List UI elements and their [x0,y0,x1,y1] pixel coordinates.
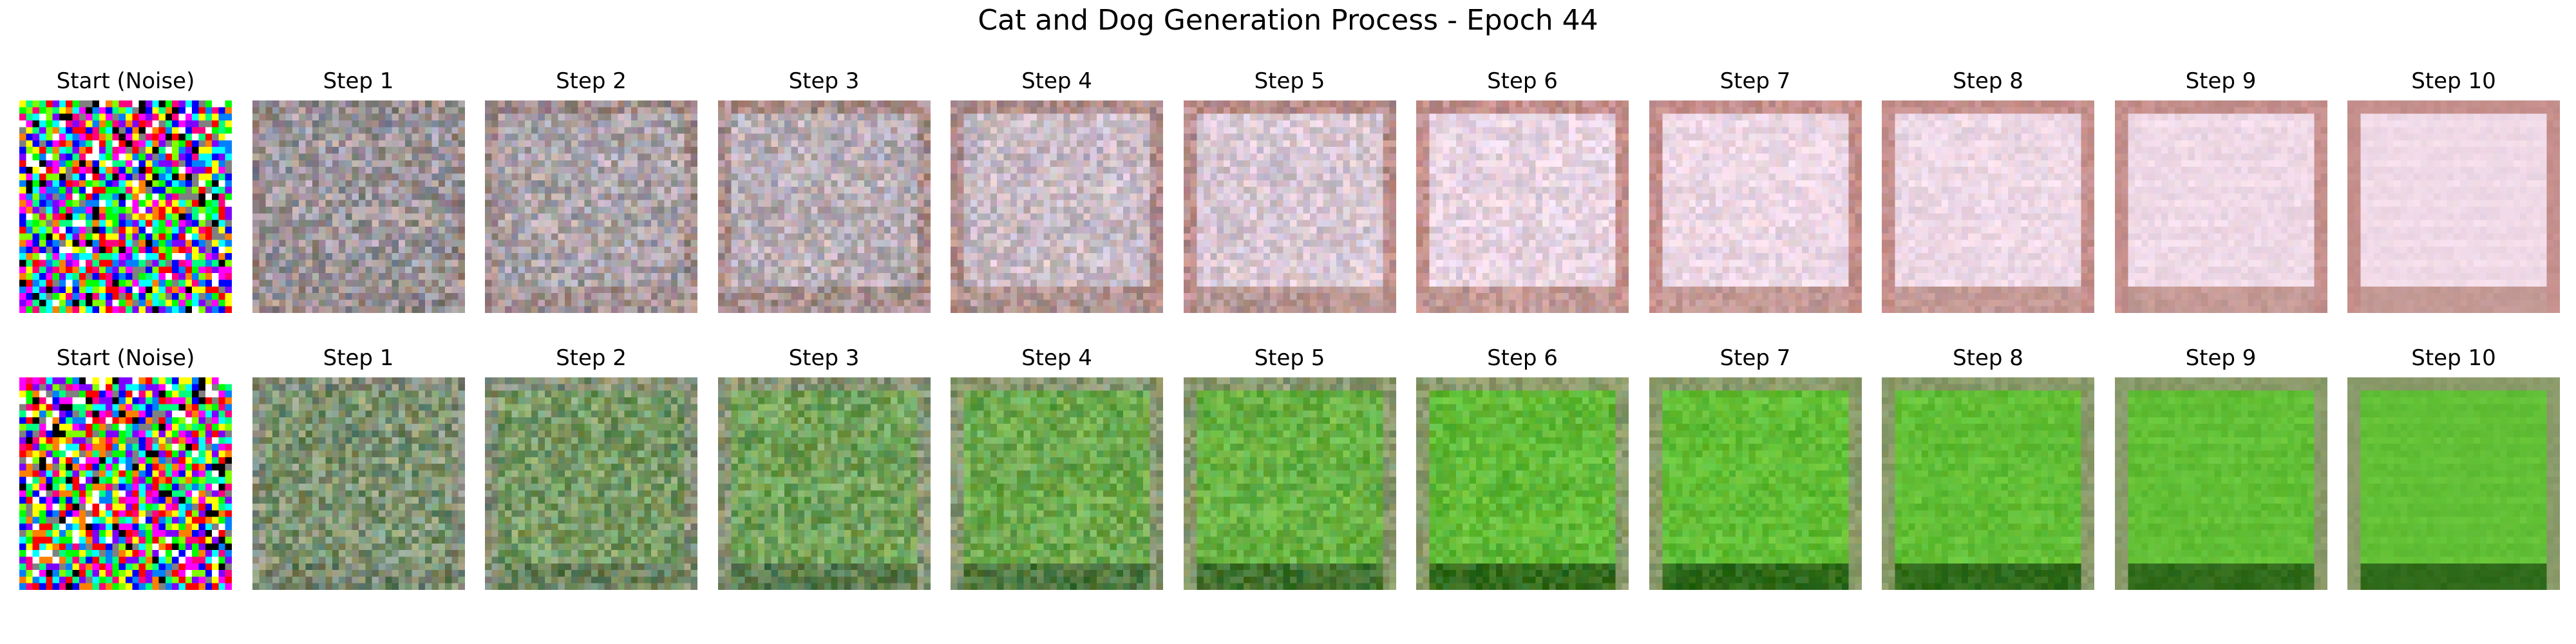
panel-title: Step 6 [1487,68,1558,94]
cat-step-image [252,100,465,313]
dog-step-image [1416,377,1629,590]
dog-step-image [717,377,931,590]
panel-title: Step 10 [2411,68,2496,94]
dog-step-image [1882,377,2094,590]
panel-title: Step 1 [323,68,394,94]
panel-title: Step 5 [1254,68,1325,94]
dog-step-image [1649,377,1862,590]
cat-step-image [1416,100,1629,313]
panel-title: Start (Noise) [56,345,195,371]
dog-step-image [2347,377,2560,590]
dog-step-image [485,377,697,590]
panel-title: Step 9 [2185,345,2257,371]
cat-step-image [717,100,931,313]
panel-title: Step 9 [2185,68,2257,94]
dog-step-image [951,377,1163,590]
cat-step-image [2114,100,2327,313]
panel-title: Step 4 [1021,345,1092,371]
panel-title: Step 3 [788,345,860,371]
cat-step-image [1649,100,1862,313]
panel-title: Step 1 [323,345,394,371]
cat-step-image [1183,100,1396,313]
panel-title: Step 4 [1021,68,1092,94]
panel-title: Step 10 [2411,345,2496,371]
panel-title: Step 5 [1254,345,1325,371]
dog-step-image [252,377,465,590]
panel-title: Start (Noise) [56,68,195,94]
panel-title: Step 8 [1953,345,2023,371]
dog-step-image [1183,377,1396,590]
panel-title: Step 7 [1719,345,1791,371]
panel-title: Step 7 [1719,68,1791,94]
panel-title: Step 8 [1953,68,2023,94]
cat-step-image [1882,100,2094,313]
panel-title: Step 6 [1487,345,1558,371]
dog-noise-image [19,377,232,590]
figure-title: Cat and Dog Generation Process - Epoch 4… [978,4,1598,37]
panel-title: Step 3 [788,68,860,94]
panel-title: Step 2 [556,68,627,94]
cat-noise-image [19,100,232,313]
dog-step-image [2114,377,2327,590]
panel-title: Step 2 [556,345,627,371]
cat-step-image [485,100,697,313]
cat-step-image [2347,100,2560,313]
cat-step-image [951,100,1163,313]
